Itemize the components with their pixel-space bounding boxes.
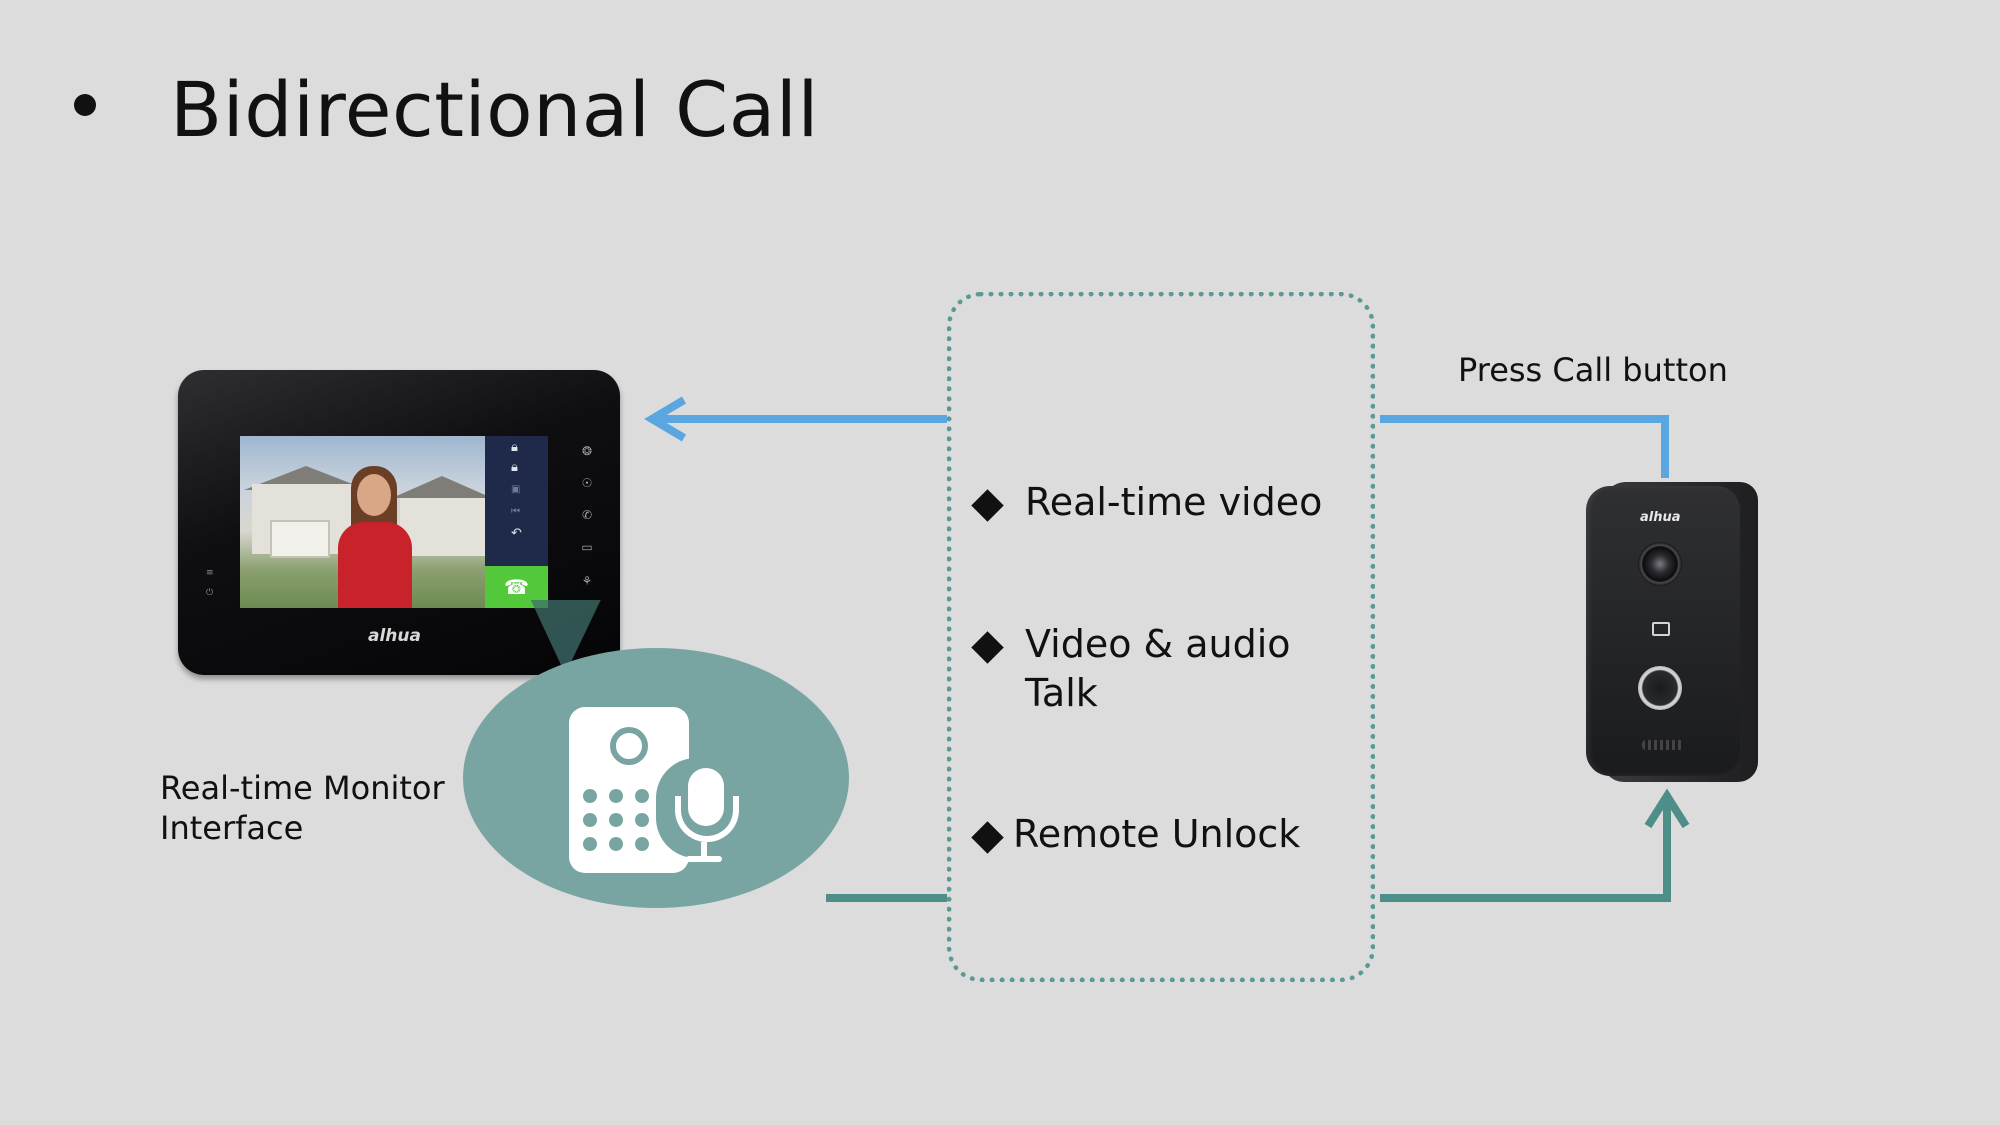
microphone-stem [701,842,707,860]
keypad-dot [583,813,597,827]
call-icon: ☎ [485,566,548,608]
skip-icon: ⏮ [511,506,520,517]
feature-text: Real-time video [1025,480,1323,524]
keypad-dot [583,789,597,803]
diamond-bullet-icon [971,821,1004,854]
visitor-body [338,522,412,608]
teal-arrowhead [1644,788,1690,829]
blue-arrowhead [644,396,687,442]
microphone-base [686,856,722,862]
teal-arrow-line [1380,798,1671,902]
door-station-image: alhua [1586,486,1740,776]
keypad-dot [635,813,649,827]
blue-arrow-line [1380,415,1669,478]
call-button [1638,666,1682,710]
visitor-photo [240,436,492,608]
monitor-icon: ▭ [581,540,593,554]
keypad-dot [609,813,623,827]
feature-text: Remote Unlock [1013,812,1301,856]
keypad-dot [609,837,623,851]
arm-icon: ☉ [581,476,593,490]
features-box [947,292,1375,982]
keypad-dot [635,837,649,851]
camera-icon [1638,542,1682,586]
speaker-grille [1642,740,1684,750]
garage [270,520,330,558]
lock-icon: 🔒︎ [511,460,518,475]
visitor-head [357,474,391,516]
power-icon: ⏻ [206,588,214,598]
house-roof [392,476,492,498]
monitor-label: Real-time Monitor Interface [160,769,445,847]
lens-icon [610,727,648,765]
unlock-icon: ⚘ [581,574,593,588]
feature-remote-unlock: Remote Unlock [971,810,1301,859]
keypad-dot [635,789,649,803]
sos-icon: ❂ [581,444,593,458]
keypad-dot [609,789,623,803]
microphone-cup [675,796,739,842]
diamond-bullet-icon [971,631,1004,664]
lock-icon: 🔒︎ [511,440,518,455]
feature-video-audio-talk: Video & audio Talk [971,620,1363,719]
title-bullet [74,94,96,116]
info-icon: ≡ [206,568,214,578]
house [400,498,486,556]
monitor-screen: 🔒︎ 🔒︎ ▣ ⏮ ↶ ☎ [240,436,548,608]
diamond-bullet-icon [971,489,1004,522]
door-station-logo: alhua [1640,510,1681,525]
call-icon: ✆ [581,508,593,522]
press-call-label: Press Call button [1458,351,1728,389]
feature-realtime-video: Real-time video [971,478,1323,527]
feature-text: Video & audio Talk [1025,622,1291,716]
back-icon: ↶ [511,526,522,541]
monitor-logo: alhua [368,626,421,646]
keypad-dot [583,837,597,851]
camera-icon: ▣ [511,484,521,495]
indoor-monitor-image: 🔒︎ 🔒︎ ▣ ⏮ ↶ ☎ ❂ ☉ ✆ ▭ ⚘ ≡ ⏻ alhua [178,370,620,675]
slide-title: Bidirectional Call [170,65,820,154]
card-reader-icon [1652,622,1670,636]
